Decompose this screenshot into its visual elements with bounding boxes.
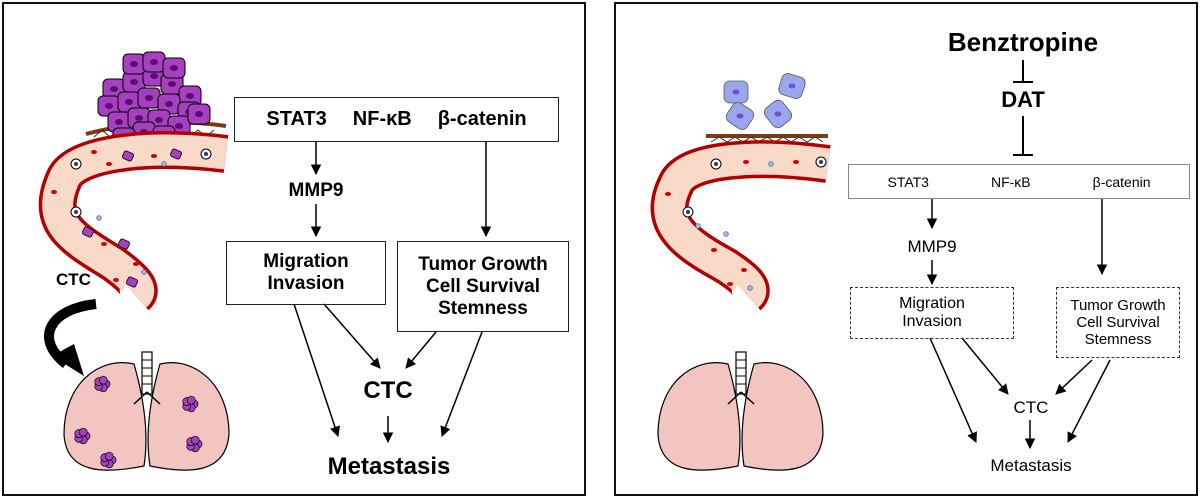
migration-invasion-box-right: Migration Invasion — [850, 287, 1014, 339]
dat-label: DAT — [1001, 87, 1045, 112]
arrow-tumor-to-metastasis-right — [1067, 359, 1111, 443]
red-blood-cell — [741, 268, 747, 272]
ctc-side-label: CTC — [56, 270, 91, 289]
red-blood-cell — [113, 278, 119, 282]
red-blood-cell — [727, 282, 733, 286]
panel-benztropine-treated: Benztropine DAT STAT3 NF-κB β-catenin MM… — [614, 2, 1198, 496]
stat3-label-right: STAT3 — [887, 173, 929, 190]
right-illustration — [650, 60, 1111, 471]
metastasis-label-right: Metastasis — [990, 456, 1072, 475]
inhibition-arrows — [1013, 60, 1033, 156]
ctc-dissemination-arrow — [44, 299, 97, 376]
red-blood-cell — [711, 248, 717, 252]
mmp9-label-right: MMP9 — [907, 237, 957, 256]
metastatic-cell — [104, 451, 114, 461]
blood-vessel — [38, 131, 229, 311]
lungs-with-metastases — [63, 351, 230, 471]
metastatic-nodules — [74, 375, 203, 469]
red-blood-cell — [133, 262, 139, 266]
nfkb-label: NF-κB — [352, 108, 412, 130]
tumor-growth-box-right: Tumor Growth Cell Survival Stemness — [1056, 287, 1180, 358]
arrow-tumor-to-ctc — [405, 331, 437, 369]
drug-label: Benztropine — [947, 27, 1099, 57]
migration-invasion-box: Migration Invasion — [226, 241, 386, 305]
circulating-tumor-cell — [118, 238, 130, 250]
platelet — [723, 231, 729, 237]
stat3-label: STAT3 — [266, 108, 327, 130]
red-blood-cell — [91, 150, 97, 154]
metastatic-cell — [190, 435, 200, 445]
red-blood-cell — [51, 190, 57, 194]
red-blood-cell — [101, 242, 107, 246]
arrow-migration-to-metastasis — [293, 303, 340, 437]
platelet — [747, 285, 753, 291]
beta-catenin-label: β-catenin — [437, 108, 527, 130]
metastatic-cell — [186, 395, 196, 405]
metastasis-label: Metastasis — [327, 453, 451, 480]
circulating-tumor-cell — [126, 276, 138, 288]
healthy-lungs — [657, 351, 824, 471]
platelet — [768, 161, 774, 167]
blood-vessel-right — [650, 140, 831, 311]
ctc-label: CTC — [363, 377, 413, 404]
transcription-factor-box: STAT3 NF-κB β-catenin — [234, 97, 559, 142]
platelet — [695, 223, 701, 229]
red-blood-cell — [106, 162, 112, 166]
circulating-tumor-cell — [82, 226, 94, 238]
basement-membrane-right — [706, 134, 828, 143]
red-blood-cell — [151, 154, 157, 158]
panel-untreated: CTC STAT3 NF-κB β-catenin MMP9 Migration… — [2, 2, 586, 496]
platelet — [96, 215, 102, 221]
circulating-tumor-cell — [122, 150, 134, 162]
transcription-factor-box-right: STAT3 NF-κB β-catenin — [848, 164, 1190, 199]
tumor-growth-box: Tumor Growth Cell Survival Stemness — [397, 241, 569, 332]
beta-catenin-label-right: β-catenin — [1092, 173, 1151, 190]
metastatic-cell — [98, 375, 108, 385]
left-illustration — [38, 51, 492, 471]
arrow-tumor-to-ctc-right — [1055, 359, 1093, 395]
circulating-cells — [51, 148, 212, 288]
circulating-tumor-cell — [170, 148, 182, 160]
platelet — [141, 269, 147, 275]
arrow-tumor-to-metastasis — [440, 331, 483, 437]
ctc-label-right: CTC — [1013, 398, 1049, 417]
red-blood-cell — [665, 192, 671, 196]
red-blood-cell — [743, 160, 749, 164]
arrow-migration-to-metastasis-right — [929, 337, 977, 443]
mmp9-label: MMP9 — [288, 180, 344, 201]
red-blood-cell — [793, 160, 799, 164]
metastatic-cell — [78, 427, 88, 437]
inhibited-tumor-cells — [723, 73, 806, 130]
pathway-arrows-right — [926, 199, 1111, 450]
arrow-migration-to-ctc — [323, 303, 381, 369]
pathway-arrows — [293, 142, 492, 444]
circulating-cells-right — [665, 156, 827, 291]
platelet — [161, 161, 167, 167]
arrow-migration-to-ctc-right — [961, 337, 1009, 395]
nfkb-label-right: NF-κB — [990, 173, 1031, 190]
